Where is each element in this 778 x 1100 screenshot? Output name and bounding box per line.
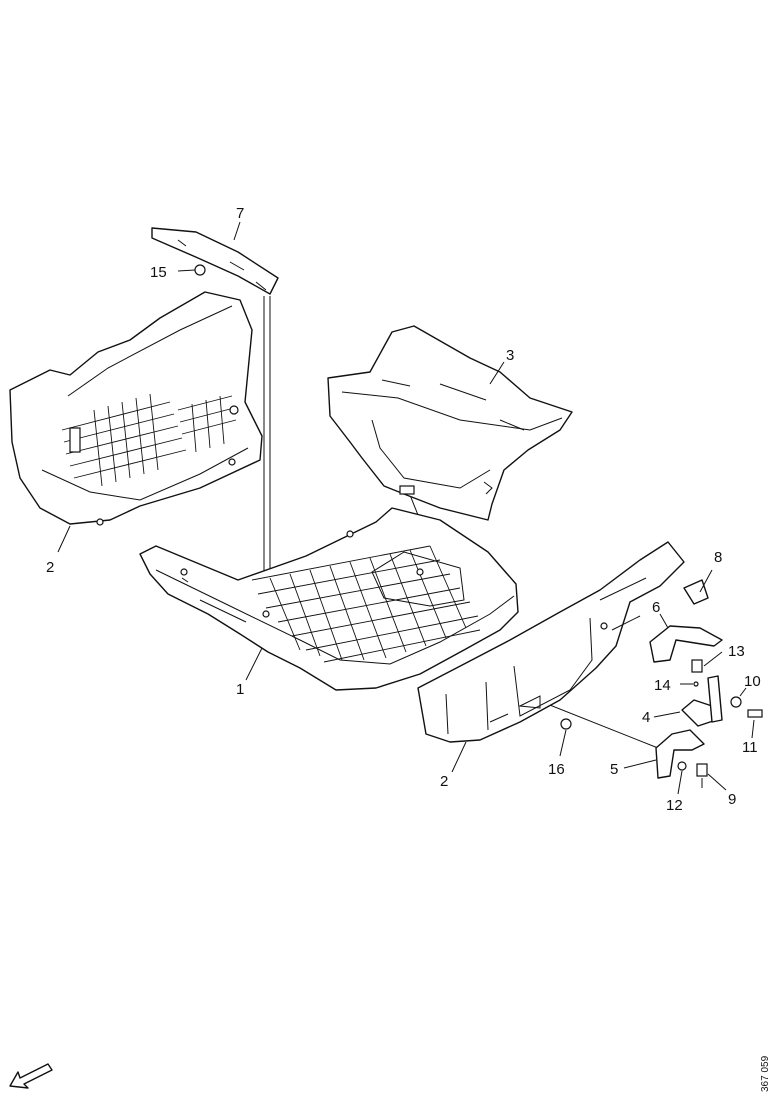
callout-11: 11: [742, 739, 758, 756]
part-13-nut: [691, 651, 723, 673]
callout-6: 6: [652, 599, 660, 616]
callout-10: 10: [744, 673, 761, 690]
callout-7: 7: [236, 205, 244, 222]
callout-13: 13: [728, 643, 745, 660]
callout-3: 3: [506, 347, 514, 364]
arrow-down-left-icon: [9, 1063, 53, 1089]
drawing-reference-code: 367 059: [760, 1055, 771, 1092]
part-10-nut: [730, 687, 747, 708]
part-16-nut: [559, 718, 572, 757]
callout-9: 9: [728, 791, 736, 808]
callout-14: 14: [654, 677, 671, 694]
callout-4: 4: [642, 709, 650, 726]
part-14-washer: [680, 681, 699, 687]
callout-5: 5: [610, 761, 618, 778]
part-8-bracket: [683, 569, 713, 605]
main-shield-grid: [251, 545, 481, 663]
callout-8: 8: [714, 549, 722, 566]
left-shield-grid: [61, 393, 237, 487]
part-1-main-shield: [139, 507, 519, 691]
callout-15: 15: [150, 264, 167, 281]
part-11-bolt: [747, 709, 763, 739]
part-15-nut: [177, 264, 206, 276]
callout-16: 16: [548, 761, 565, 778]
part-7-bracket: [151, 227, 279, 295]
callout-2-right: 2: [440, 773, 448, 790]
callout-12: 12: [666, 797, 683, 814]
part-2-left-shield: [9, 291, 263, 526]
part-9-screw: [696, 763, 727, 791]
part-12-nut: [677, 761, 687, 795]
part-4-bracket: [653, 675, 723, 727]
callout-2-left: 2: [46, 559, 54, 576]
callout-1: 1: [236, 681, 244, 698]
part-3-rear-shield: [327, 325, 573, 521]
part-5-bracket: [623, 729, 705, 779]
part-2-right-shield: [417, 541, 685, 743]
main-leaders: [57, 221, 505, 773]
part-6-bracket: [649, 613, 723, 663]
